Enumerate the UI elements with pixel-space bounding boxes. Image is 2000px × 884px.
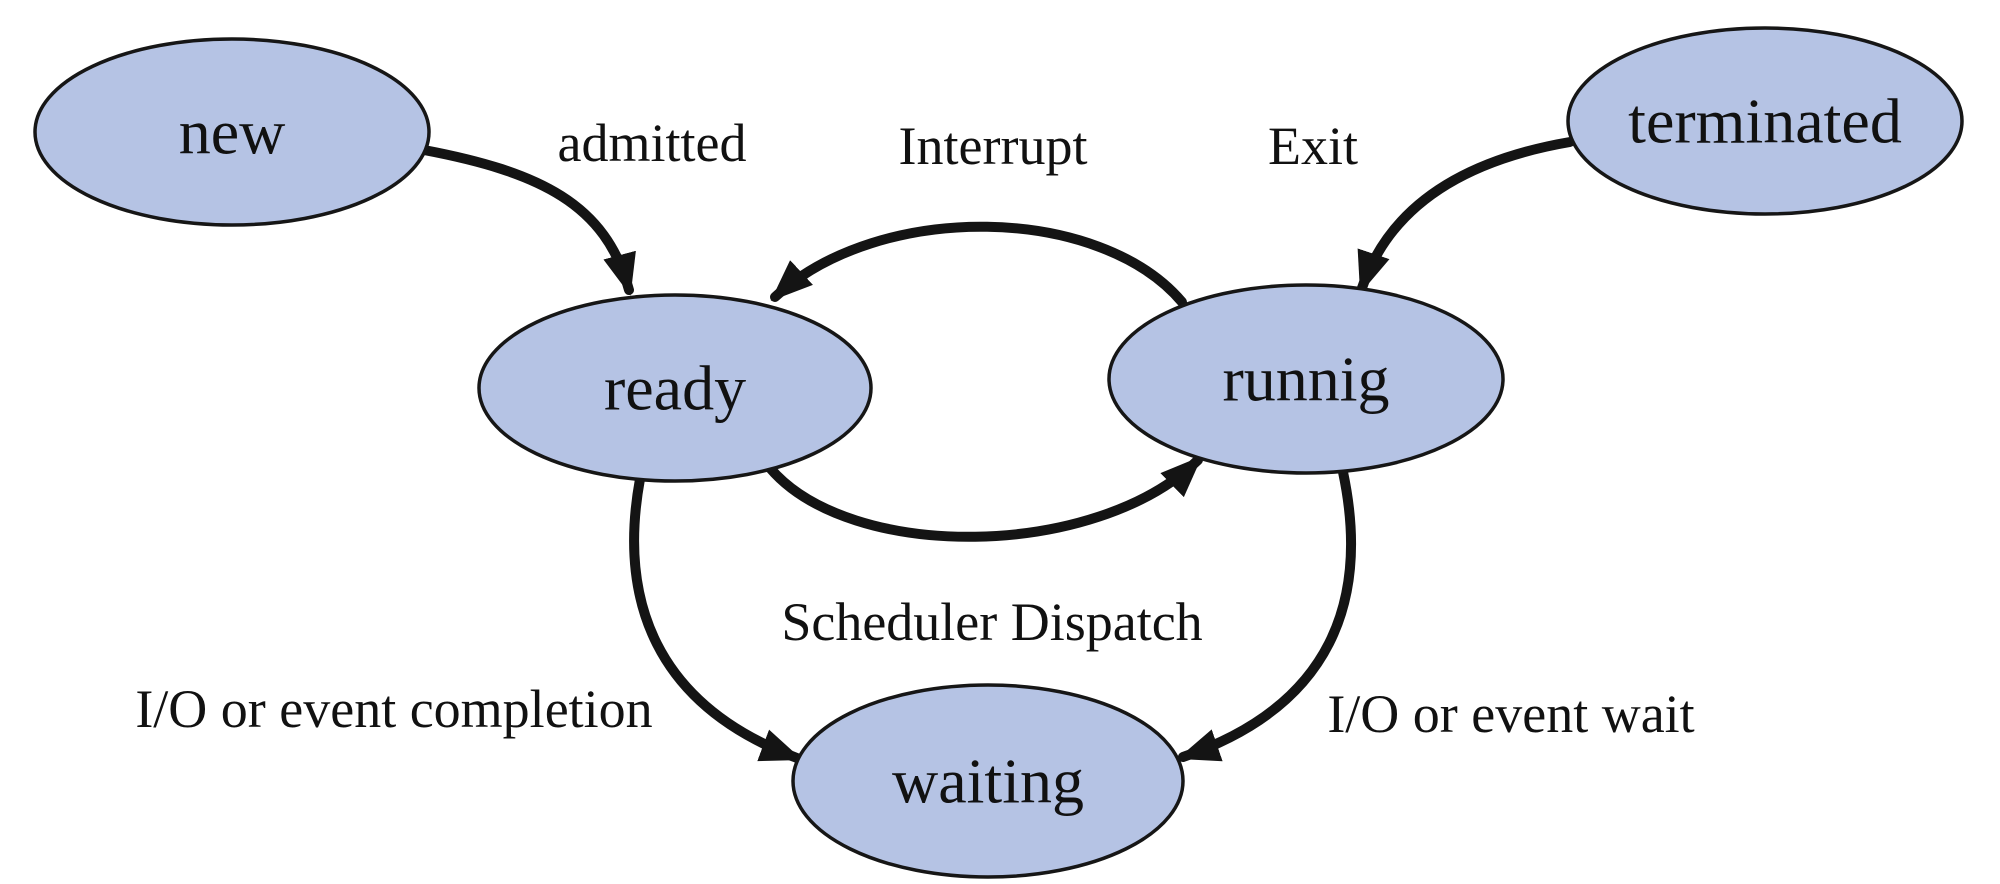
transition-label-interrupt: Interrupt [899,116,1088,176]
transition-arrow-interrupt [770,221,1187,307]
state-new-ellipse [33,37,431,227]
transition-label-exit: Exit [1268,116,1358,176]
transition-arrow-scheduler-dispatch [765,455,1203,542]
transition-arrow-io-wait [1177,467,1357,762]
transition-arrow-admitted [419,145,636,296]
state-nodes-layer [33,26,1964,879]
transition-label-io-completion: I/O or event completion [135,679,652,739]
transition-arrow-io-completion [629,474,803,763]
transition-arrows-layer [419,137,1575,763]
state-running-label: runnig [1222,344,1389,415]
transition-label-io-wait: I/O or event wait [1327,684,1694,744]
transition-label-scheduler-dispatch: Scheduler Dispatch [781,592,1202,652]
state-terminated-ellipse [1566,26,1964,216]
state-new-label: new [179,97,286,168]
state-ready-label: ready [604,353,746,424]
state-waiting-ellipse [791,683,1185,879]
state-ready-ellipse [477,293,873,483]
state-running-ellipse [1107,283,1505,475]
state-waiting-label: waiting [892,746,1084,817]
transition-label-admitted: admitted [558,113,747,173]
transition-arrow-exit [1357,137,1575,294]
state-terminated-label: terminated [1628,86,1902,157]
